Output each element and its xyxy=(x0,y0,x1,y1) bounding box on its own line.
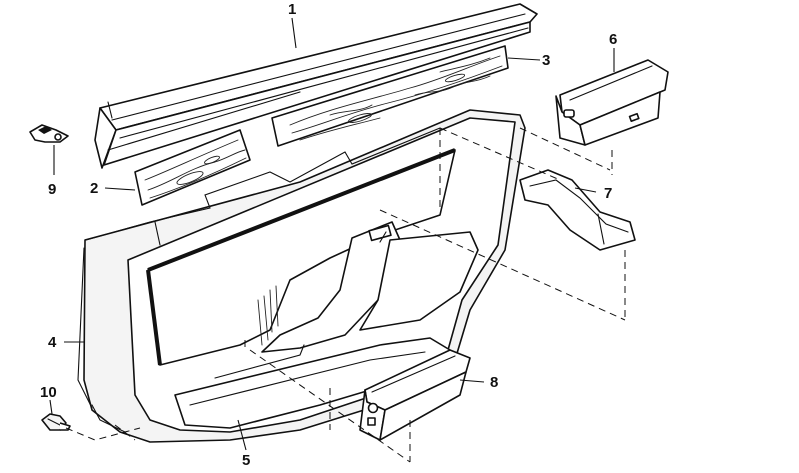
callout-9: 9 xyxy=(48,181,56,198)
assembly-lines xyxy=(65,127,626,463)
callout-5: 5 xyxy=(242,452,250,469)
part-3-long-wood-trim[interactable] xyxy=(271,45,509,147)
callout-10: 10 xyxy=(40,384,57,401)
callout-labels: 1 2 3 4 5 6 7 8 9 10 xyxy=(40,1,617,469)
leader-lines xyxy=(49,17,615,451)
callout-4: 4 xyxy=(48,334,57,351)
panel-armrest-bracket xyxy=(261,221,479,353)
part-10-screw[interactable] xyxy=(41,413,71,431)
callout-6: 6 xyxy=(609,31,617,48)
callout-2: 2 xyxy=(90,180,98,197)
part-9-clip[interactable] xyxy=(29,124,69,143)
part-2-short-wood-trim[interactable] xyxy=(134,129,251,206)
part-6-upper-cover[interactable] xyxy=(555,59,669,146)
part-1-upper-trim-strip[interactable] xyxy=(94,3,538,169)
part-8-switch-housing[interactable] xyxy=(359,349,471,441)
part-7-pull-handle[interactable] xyxy=(519,169,636,251)
callout-1: 1 xyxy=(288,1,296,18)
callout-7: 7 xyxy=(604,185,612,202)
callout-8: 8 xyxy=(490,374,498,391)
panel-window-opening xyxy=(146,148,456,366)
callout-3: 3 xyxy=(542,52,550,69)
